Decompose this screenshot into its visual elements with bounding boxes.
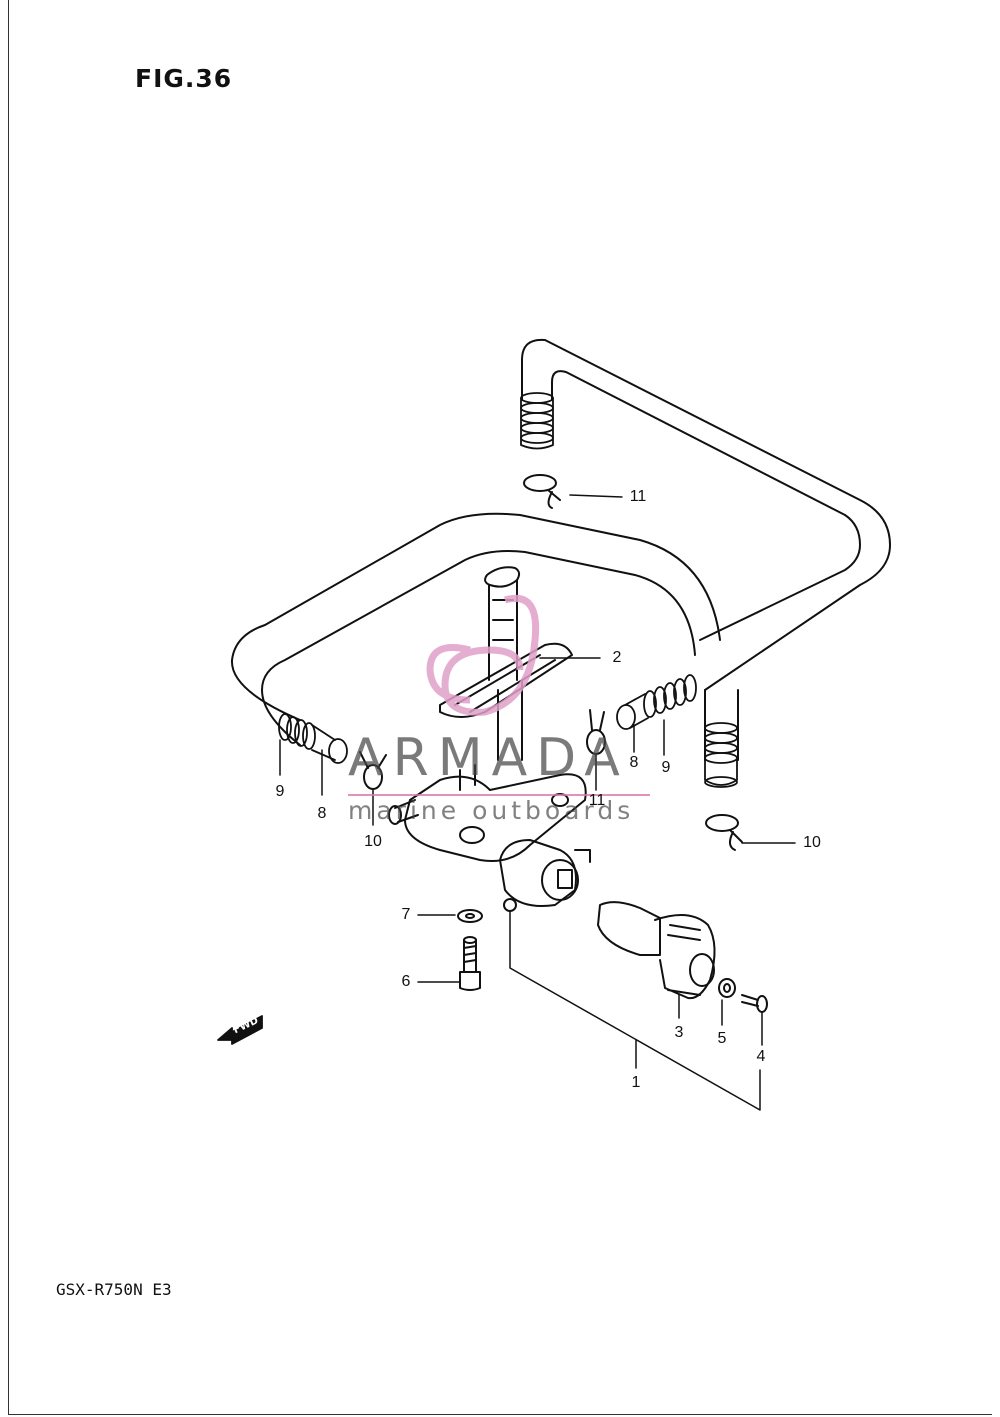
callout-2: 2 (612, 649, 622, 666)
hose-clamp-11-mid (586, 709, 606, 755)
callout-11-mid: 11 (588, 792, 606, 809)
callout-7: 7 (401, 906, 411, 923)
callout-11-top: 11 (629, 488, 647, 505)
callout-1: 1 (631, 1074, 641, 1091)
figure-title: FIG.36 (135, 64, 233, 93)
washer-7 (457, 909, 483, 923)
callout-8-left: 8 (317, 805, 327, 822)
hose-ribs-top (520, 392, 554, 450)
fuel-cock-lever (597, 901, 716, 1000)
callout-6: 6 (401, 973, 411, 990)
fwd-arrow-icon (217, 1015, 263, 1045)
hose-end-right (616, 674, 697, 730)
watermark-rule (348, 794, 650, 796)
watermark-brand: ARMADA (348, 728, 629, 788)
callout-4: 4 (756, 1048, 766, 1065)
hose-end-left (278, 713, 348, 764)
callout-10-left: 10 (364, 833, 382, 850)
screw-4 (741, 994, 768, 1013)
watermark-logo (426, 595, 540, 716)
fuel-hose-right (521, 338, 891, 761)
leader-lines (279, 494, 796, 1111)
fuel-hose-left (230, 512, 721, 746)
hose-clamp-10-right (705, 814, 743, 851)
hose-clamp-10-left (359, 751, 387, 790)
callout-5: 5 (717, 1030, 727, 1047)
model-code: GSX-R750N E3 (56, 1280, 172, 1299)
fuel-cock-valve (499, 839, 591, 912)
callout-9-right: 9 (661, 759, 671, 776)
watermark-tagline: marine outboards (348, 796, 635, 825)
page-border (8, 0, 992, 1415)
callout-9-left: 9 (275, 783, 285, 800)
bolt-6 (459, 936, 481, 991)
hose-ribs-lower-right (704, 722, 738, 788)
washer-5 (718, 978, 736, 998)
hose-clamp-11-top (523, 474, 561, 509)
callout-3: 3 (674, 1024, 684, 1041)
callout-10-right: 10 (803, 834, 821, 851)
callout-8-right: 8 (629, 754, 639, 771)
fuel-cock-body (388, 764, 587, 862)
